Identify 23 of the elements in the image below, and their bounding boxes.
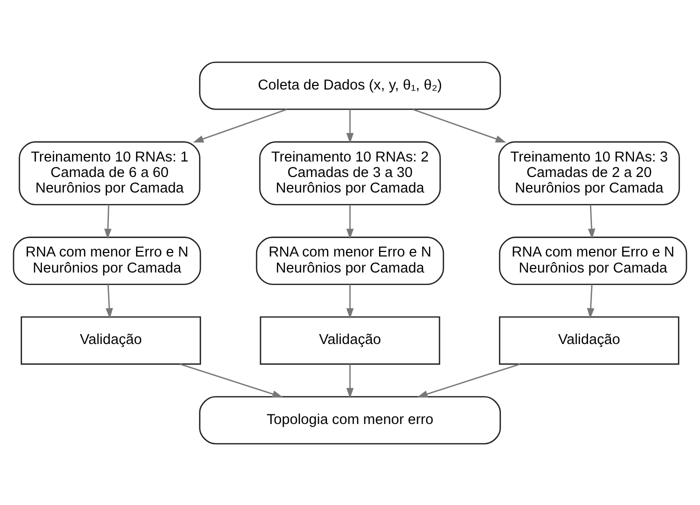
node-box: Treinamento 10 RNAs: 2 Camadas de 3 a 30 Neurônios por Camada <box>259 140 441 205</box>
node-box: Treinamento 10 RNAs: 3 Camadas de 2 a 20 Neurônios por Camada <box>498 140 680 205</box>
node-box: Topologia com menor erro <box>199 396 501 444</box>
node-box: Coleta de Dados (x, y, θ₁, θ₂) <box>199 61 501 110</box>
node-box: RNA com menor Erro e N Neurônios por Camada <box>498 236 688 285</box>
node-box: Validação <box>260 316 440 364</box>
arrow <box>587 284 594 318</box>
arrow <box>193 108 288 142</box>
arrow <box>417 363 520 398</box>
node-box: RNA com menor Erro e N Neurônios por Camada <box>256 236 444 285</box>
node-box: RNA com menor Erro e N Neurônios por Camada <box>12 236 202 285</box>
node-box: Treinamento 10 RNAs: 1 Camada de 6 a 60 Neurônios por Camada <box>18 140 200 205</box>
arrow <box>180 363 283 398</box>
arrow <box>106 284 113 318</box>
arrow <box>346 204 354 239</box>
arrow <box>104 204 112 239</box>
arrow <box>346 284 354 318</box>
arrow <box>412 108 506 142</box>
node-box: Validação <box>498 316 680 364</box>
arrow <box>346 364 354 398</box>
arrow <box>588 204 596 239</box>
node-box: Validação <box>20 316 202 364</box>
arrow <box>346 108 354 143</box>
